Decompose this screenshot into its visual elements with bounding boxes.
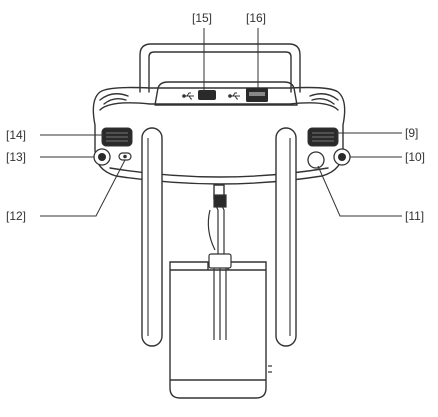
right-antenna	[275, 127, 297, 347]
device-holder	[169, 261, 267, 399]
left-shoulder-ridge	[103, 97, 127, 105]
holder-latch	[208, 253, 232, 340]
right-button	[333, 148, 351, 166]
left-shoulder	[99, 93, 129, 101]
callout-14: [14]	[6, 128, 26, 142]
usb-symbol-right	[228, 92, 240, 100]
left-antenna	[141, 127, 163, 347]
leader-lines	[40, 28, 402, 217]
top-port-panel	[154, 81, 298, 106]
leader-12	[40, 159, 126, 217]
left-dial	[101, 127, 133, 147]
body-front-edge	[109, 167, 329, 178]
callout-11: [11]	[405, 209, 424, 223]
callout-13: [13]	[6, 150, 26, 164]
callout-10: [10]	[405, 150, 425, 164]
left-button	[93, 148, 111, 166]
cable	[207, 194, 227, 266]
small-switch	[118, 152, 132, 161]
right-dial	[307, 127, 339, 147]
usb-port	[246, 88, 268, 102]
callout-15: [15]	[192, 11, 212, 25]
leader-11	[317, 165, 402, 217]
right-shoulder-ridge	[311, 97, 335, 105]
round-button	[307, 151, 325, 169]
callout-9: [9]	[405, 126, 418, 140]
controller-body	[92, 86, 346, 185]
usb-symbol-left	[182, 92, 194, 100]
callout-16: [16]	[246, 11, 266, 25]
carry-handle-inner	[148, 51, 292, 93]
body-upper-ridge	[99, 102, 339, 111]
carry-handle	[139, 43, 301, 93]
right-shoulder	[309, 93, 339, 101]
callout-12: [12]	[6, 209, 26, 223]
micro-usb-port	[198, 90, 216, 100]
